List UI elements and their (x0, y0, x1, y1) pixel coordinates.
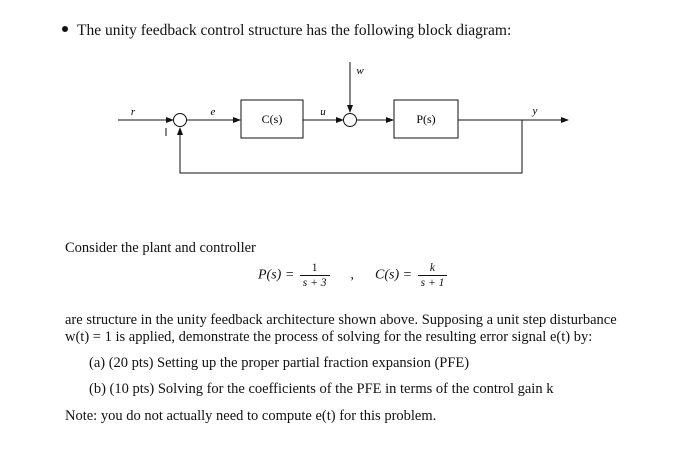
intro-label: The unity feedback control structure has… (77, 22, 512, 39)
equation-separator: , (350, 267, 355, 283)
equation-row: P(s) = 1 s + 3 , C(s) = k s + 1 (258, 262, 449, 289)
signal-w-label: w (356, 65, 364, 77)
signal-y-label: y (532, 105, 538, 117)
paragraph-line-2: w(t) = 1 is applied, demonstrate the pro… (65, 329, 593, 345)
plant-block-label: P(s) (416, 112, 435, 126)
note-text: Note: you do not actually need to comput… (65, 408, 437, 424)
signal-u-label: u (320, 106, 326, 118)
plant-block (393, 99, 459, 139)
signal-e-label: e (211, 106, 216, 118)
controller-block-label: C(s) (262, 112, 283, 126)
block-diagram: r e u w y C(s) P(s) (118, 62, 569, 174)
intro-text: The unity feedback control structure has… (62, 22, 511, 40)
controller-block (240, 99, 304, 139)
paragraph-line-1: are structure in the unity feedback arch… (65, 312, 617, 328)
item-b: (b) (10 pts) Solving for the coefficient… (89, 381, 554, 397)
bullet-icon (62, 26, 68, 33)
signal-r-label: r (131, 106, 136, 118)
consider-text: Consider the plant and controller (65, 240, 256, 256)
plant-denominator: s + 3 (302, 277, 327, 289)
item-a: (a) (20 pts) Setting up the proper parti… (89, 355, 470, 371)
plant-numerator: 1 (299, 262, 330, 276)
controller-numerator: k (417, 262, 448, 276)
controller-fraction: k s + 1 (417, 262, 448, 289)
summing-junction-2 (343, 113, 357, 127)
feedback-path (177, 120, 523, 174)
plant-eq-lhs: P(s) = (258, 267, 295, 283)
controller-denominator: s + 1 (420, 277, 445, 289)
controller-eq-lhs: C(s) = (375, 267, 413, 283)
summing-junction-1 (173, 113, 187, 127)
plant-fraction: 1 s + 3 (299, 262, 330, 289)
